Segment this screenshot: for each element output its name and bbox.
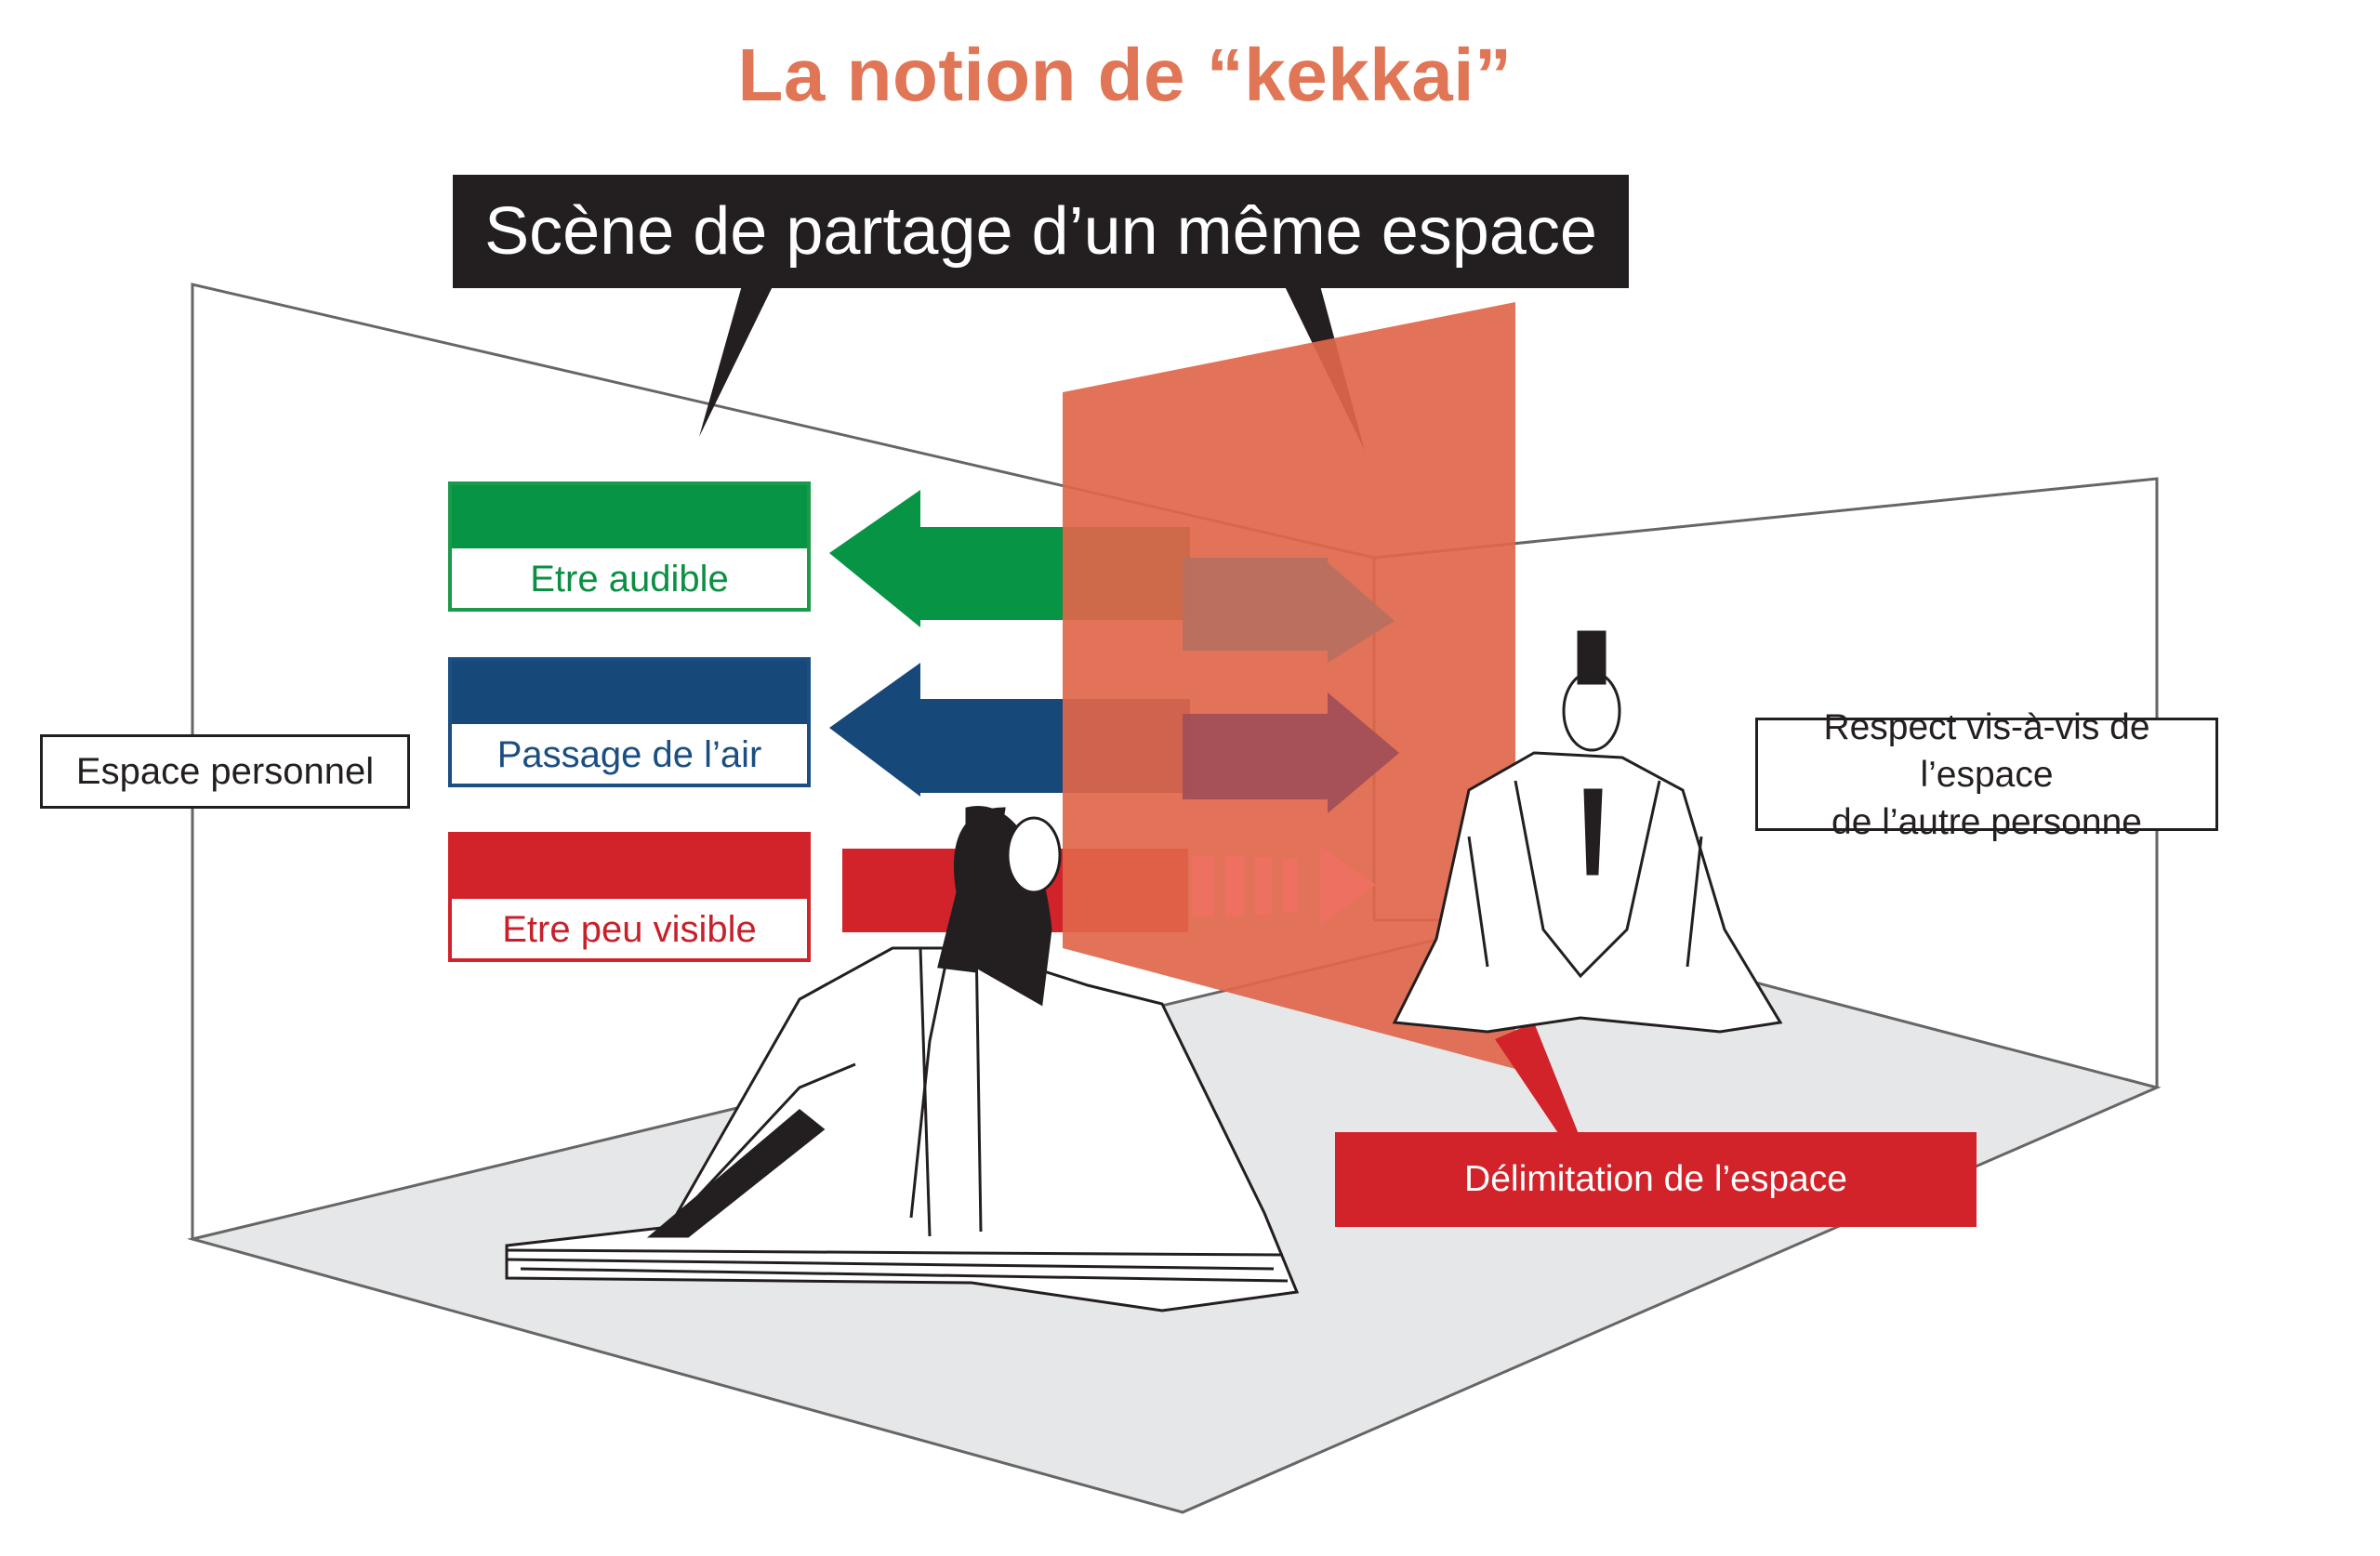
property-visibility-label: Etre peu visible	[502, 908, 757, 950]
room-right-wall	[1373, 477, 2159, 1088]
property-visibility: Etre peu visible	[448, 832, 811, 962]
property-visibility-band	[452, 836, 807, 899]
property-audible-band	[452, 485, 807, 548]
visibility-dashes	[1192, 846, 1376, 926]
speech-pointer-left	[699, 279, 776, 437]
property-air: Passage de l’air	[448, 657, 811, 787]
property-audible: Etre audible	[448, 481, 811, 612]
boundary-pointer	[1495, 1022, 1580, 1139]
air-arrow-through	[1183, 692, 1399, 813]
seated-man-figure	[1392, 630, 1783, 1034]
respect-label: Respect vis-à-vis de l’espace de l’autre…	[1755, 707, 2218, 842]
audible-arrow-through	[1183, 558, 1395, 663]
property-air-label: Passage de l’air	[496, 733, 762, 775]
seated-woman-figure	[505, 806, 1300, 1312]
personal-space-label: Espace personnel	[40, 734, 410, 809]
respect-label-line2: de l’autre personne	[1831, 801, 2142, 842]
kekkai-partition	[1063, 302, 1515, 1069]
scene-label: Scène de partage d’un même espace	[453, 175, 1629, 288]
boundary-label: Délimitation de l’espace	[1335, 1132, 1977, 1227]
page-title: La notion de “kekkai”	[737, 33, 1513, 116]
property-air-band	[452, 661, 807, 724]
respect-label-line1: Respect vis-à-vis de l’espace	[1823, 706, 2150, 795]
property-audible-label: Etre audible	[530, 558, 729, 600]
